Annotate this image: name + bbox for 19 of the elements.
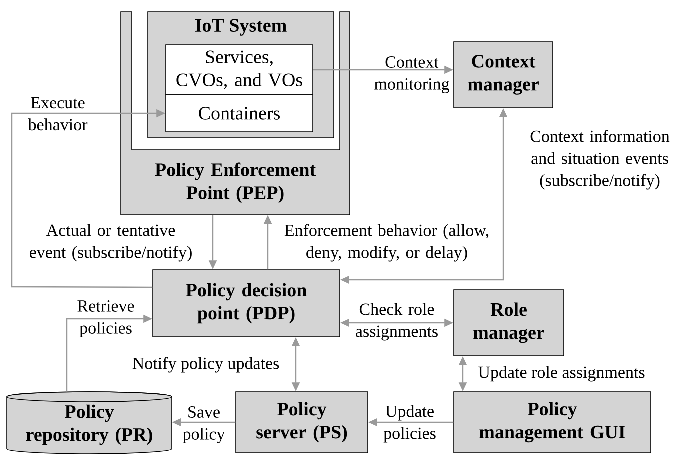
component-box: Services, CVOs, and VOs (166, 44, 314, 96)
edge-label: Actual or tentative event (subscribe/notify) (30, 224, 192, 262)
server-box: Policy server (PS) (236, 392, 368, 454)
manager-box: Context manager (454, 42, 554, 108)
interface-box: Policy management GUI (454, 392, 652, 454)
edge-label: Save policy (183, 406, 226, 444)
decision-point-box: Policy decision point (PDP) (152, 270, 340, 338)
edge-label: Check role assignments (356, 303, 438, 341)
edge-label: Notify policy updates (132, 357, 280, 373)
container-box: Containers (166, 94, 314, 132)
edge-label: Update role assignments (478, 366, 645, 382)
edge-label: Context monitoring (374, 56, 450, 94)
edge-label: Update policies (384, 405, 436, 443)
database-cylinder: Policy repository (PR) (6, 392, 172, 454)
edge-label: Execute behavior (28, 97, 88, 131)
manager-box: Role manager (454, 290, 564, 356)
edge-label: Enforcement behavior (allow, deny, modify, or delay) (284, 224, 489, 262)
edge-label: Retrieve policies (78, 300, 134, 338)
edge-label: Context information and situation events (subscribe/notify) (530, 130, 670, 190)
